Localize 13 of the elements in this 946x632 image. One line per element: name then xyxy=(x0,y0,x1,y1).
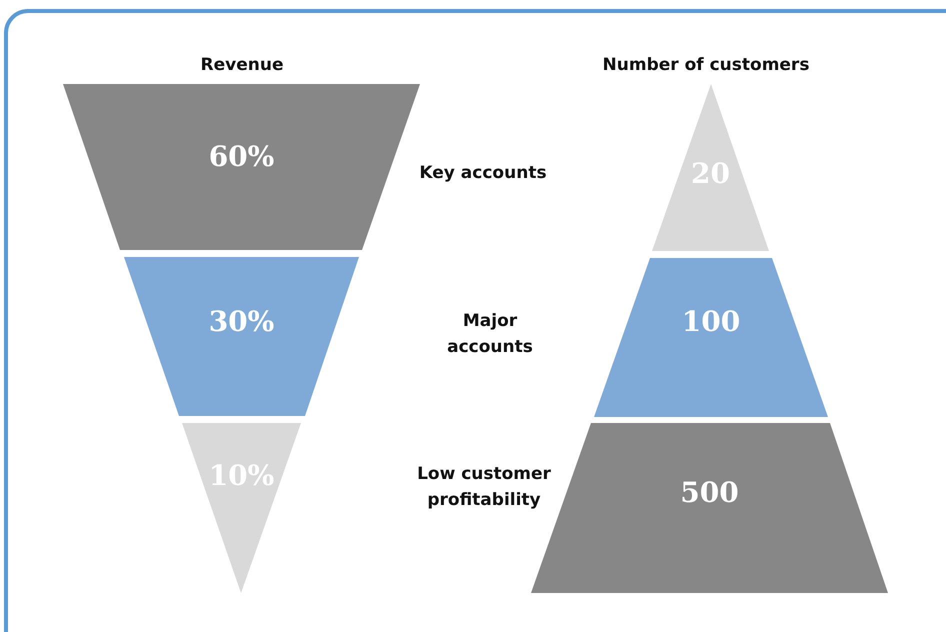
chart-heading: Revenue xyxy=(200,54,284,77)
pyramid-segment xyxy=(652,84,769,251)
value-label: 30% xyxy=(208,305,276,338)
funnel-segment xyxy=(124,257,359,416)
chart-heading: Number of customers xyxy=(602,54,810,77)
pyramid-segment xyxy=(594,258,828,417)
value-label: 60% xyxy=(208,140,276,173)
tier-label: Key accounts xyxy=(418,162,548,185)
tier-label: Major accounts xyxy=(446,310,534,359)
value-label: 100 xyxy=(680,305,742,338)
funnel-segment xyxy=(182,423,301,593)
tier-label: Low customer profitability xyxy=(416,463,552,512)
funnel-segment xyxy=(63,84,420,250)
